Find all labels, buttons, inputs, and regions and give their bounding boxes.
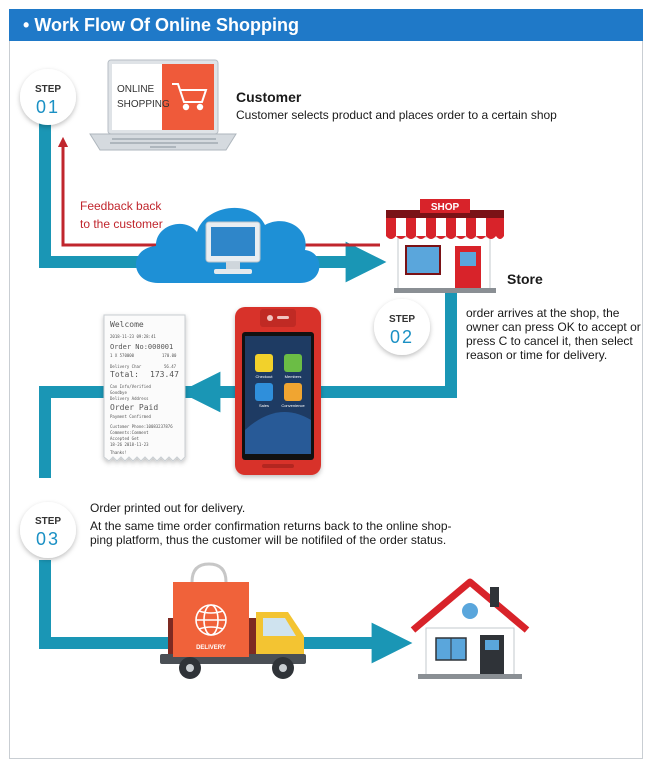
laptop-sign-line2: SHOPPING xyxy=(117,99,170,110)
receipt-header: Welcome xyxy=(110,320,144,329)
laptop-sign-line1: ONLINE xyxy=(117,84,155,95)
receipt-total-label: Total: xyxy=(110,370,139,379)
shop-awning xyxy=(386,218,504,239)
shop-icon: SHOP xyxy=(386,199,504,293)
terminal-app-sales: Sales xyxy=(259,403,269,408)
store-line-3: press C to cancel it, then select xyxy=(466,334,633,348)
receipt-date: 2018-11-23 09:28:41 xyxy=(110,334,156,339)
shopping-bag-icon: DELIVERY xyxy=(173,562,249,657)
store-line-2: owner can press OK to accept or xyxy=(466,320,641,334)
receipt-item-price: 170.00 xyxy=(162,353,177,358)
store-line-1: order arrives at the shop, the xyxy=(466,306,620,320)
step-badge-02-number: 02 xyxy=(390,327,414,347)
title-bullet: • xyxy=(23,15,35,35)
receipt-line-g: Accepted Get xyxy=(110,436,139,441)
step-badge-03: STEP 03 xyxy=(20,502,76,558)
receipt-line-f: Comments:Comment xyxy=(110,430,149,435)
step-badge-03-number: 03 xyxy=(36,529,60,549)
customer-heading: Customer xyxy=(236,89,302,105)
globe-icon xyxy=(195,604,227,636)
step3-line-3: ping platform, thus the customer will be… xyxy=(90,533,447,547)
store-heading: Store xyxy=(507,271,543,287)
shop-sign: SHOP xyxy=(431,202,460,213)
receipt-total-value: 173.47 xyxy=(150,370,179,379)
receipt-delivery-value: 56.47 xyxy=(164,364,177,369)
step-badge-02: STEP 02 xyxy=(374,299,430,355)
receipt-line-b: Goodbye xyxy=(110,390,127,395)
store-line-4: reason or time for delivery. xyxy=(466,348,608,362)
cloud-computer-icon xyxy=(135,207,320,283)
receipt-line-d: Payment Confirmed xyxy=(110,414,152,419)
step-badge-01: STEP 01 xyxy=(20,69,76,125)
step-badge-01-number: 01 xyxy=(36,97,60,117)
receipt-thanks: Thanks! xyxy=(110,450,127,455)
terminal-app-convenience: Convenience xyxy=(281,403,305,408)
receipt-delivery-label: Delivery Char xyxy=(110,364,142,369)
receipt-line-c: Delivery Address xyxy=(110,396,149,401)
page-title-bar: • Work Flow Of Online Shopping xyxy=(9,9,643,41)
delivery-truck-icon: DELIVERY xyxy=(160,562,306,679)
step3-line-2: At the same time order confirmation retu… xyxy=(90,519,452,533)
receipt-line-h: 18-26 2018-11-23 xyxy=(110,442,149,447)
receipt-order-no: Order No:000001 xyxy=(110,343,173,351)
receipt-line-a: Can Info/Verified xyxy=(110,384,152,389)
step-badge-01-label: STEP xyxy=(35,84,61,95)
page-title: Work Flow Of Online Shopping xyxy=(34,15,299,35)
shopping-cart-icon xyxy=(172,83,208,111)
feedback-line-2: to the customer xyxy=(80,217,163,231)
terminal-app-checkout: Checkout xyxy=(256,374,274,379)
feedback-line-1: Feedback back xyxy=(80,199,162,213)
receipt-line-e: Customer Phone:10083237876 xyxy=(110,424,173,429)
customer-description: Customer selects product and places orde… xyxy=(236,108,557,122)
truck-label: DELIVERY xyxy=(196,645,226,651)
step-badge-02-label: STEP xyxy=(389,314,415,325)
step-badge-03-label: STEP xyxy=(35,516,61,527)
house-icon xyxy=(410,578,530,679)
terminal-app-members: Members xyxy=(285,374,302,379)
receipt-paid: Order Paid xyxy=(110,403,158,412)
pos-terminal-icon: Checkout Members Sales Convenience xyxy=(235,307,321,475)
step3-line-1: Order printed out for delivery. xyxy=(90,501,246,515)
receipt-item: 1 X 570000 xyxy=(110,353,135,358)
laptop-icon: ONLINE SHOPPING xyxy=(89,59,237,151)
receipt-icon: Welcome 2018-11-23 09:28:41 Order No:000… xyxy=(103,314,186,462)
